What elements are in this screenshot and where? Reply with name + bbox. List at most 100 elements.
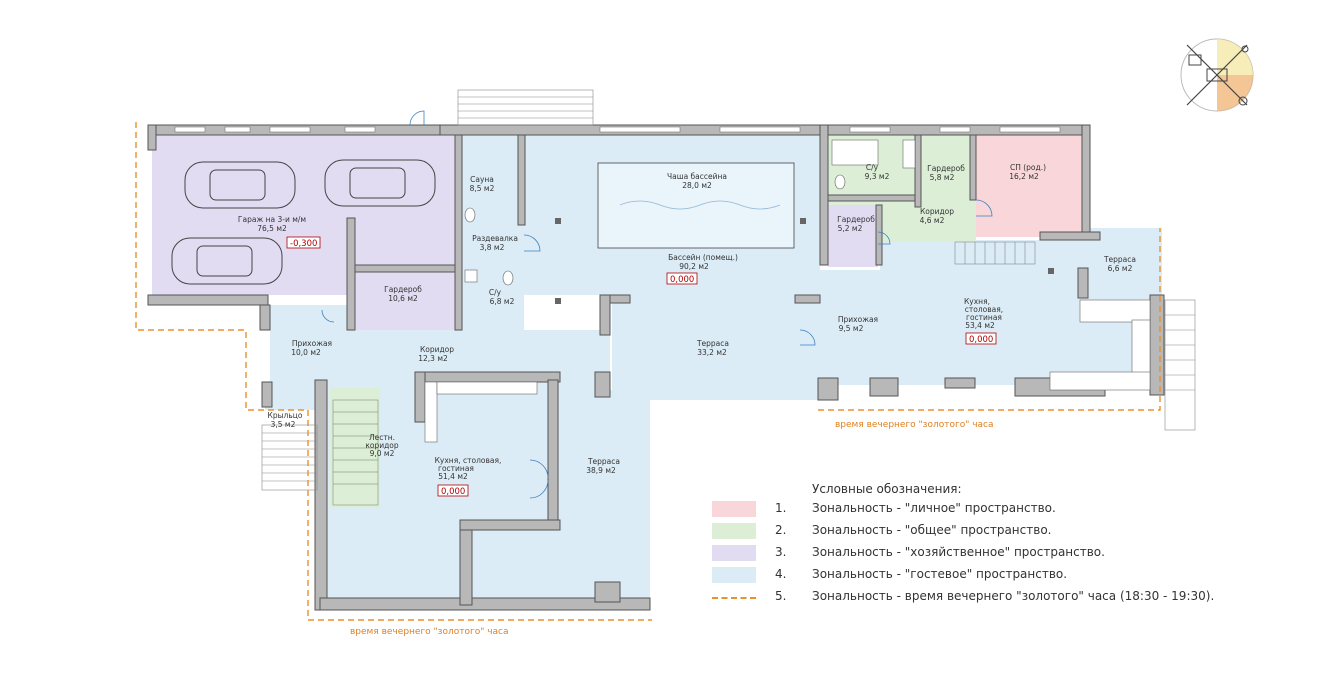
legend-swatch-private — [712, 501, 756, 517]
level-marks: -0,300 0,000 0,000 0,000 — [286, 236, 997, 497]
room-name: Гардероб — [927, 164, 965, 173]
legend-row-guest: 4. Зональность - "гостевое" пространство… — [700, 564, 1260, 586]
bedroom-zone — [976, 135, 1082, 237]
room-name: столовая, — [965, 305, 1003, 314]
legend-title: Условные обозначения: — [812, 482, 962, 496]
legend-row-utility: 3. Зональность - "хозяйственное" простра… — [700, 542, 1260, 564]
sanitary-fixtures — [464, 139, 916, 286]
level-pool: 0,000 — [670, 275, 694, 285]
room-area: 53,4 м2 — [965, 321, 995, 330]
svg-text:38,9 м2: 38,9 м2 — [586, 466, 616, 475]
svg-text:СП (род.): СП (род.) — [1010, 163, 1046, 172]
room-area: 51,4 м2 — [438, 472, 468, 481]
wardrobe-top-zone — [920, 135, 976, 201]
svg-text:Гардероб: Гардероб — [927, 164, 965, 173]
wardrobe-left-zone — [355, 272, 460, 330]
svg-text:Терраса: Терраса — [587, 457, 620, 466]
legend-num: 1. — [775, 501, 787, 515]
svg-text:10,0 м2: 10,0 м2 — [291, 348, 321, 357]
door-arcs — [321, 110, 993, 499]
room-area: 3,5 м2 — [271, 420, 296, 429]
svg-text:Кухня, столовая,: Кухня, столовая, — [435, 456, 502, 465]
room-area: 76,5 м2 — [257, 224, 287, 233]
car-icon — [324, 159, 436, 207]
kitchen-counters — [424, 299, 1151, 443]
svg-text:8,5 м2: 8,5 м2 — [470, 184, 495, 193]
car-icon — [184, 161, 296, 209]
room-name: Раздевалка — [472, 234, 518, 243]
legend-num: 5. — [775, 589, 787, 603]
level-kitchen-right: 0,000 — [969, 335, 993, 345]
level-kitchen-left: 0,000 — [441, 487, 465, 497]
svg-text:6,8 м2: 6,8 м2 — [490, 297, 515, 306]
room-name: Терраса — [1103, 255, 1136, 264]
room-area: 28,0 м2 — [682, 181, 712, 190]
room-name: Коридор — [920, 207, 954, 216]
room-name: коридор — [365, 441, 399, 450]
svg-text:10,6 м2: 10,6 м2 — [388, 294, 418, 303]
corridor-right-zone — [880, 200, 976, 242]
svg-text:33,2 м2: 33,2 м2 — [697, 348, 727, 357]
svg-text:коридор: коридор — [365, 441, 399, 450]
right-outer-stairs — [1164, 299, 1196, 431]
room-name: Кухня, столовая, — [435, 456, 502, 465]
svg-text:Прихожая: Прихожая — [292, 339, 332, 348]
room-area: 9,3 м2 — [865, 172, 890, 181]
garage-lower-zone — [355, 210, 462, 272]
terrace-mid-zone — [612, 295, 820, 400]
room-name: Гардероб — [837, 215, 875, 224]
room-area: 10,0 м2 — [291, 348, 321, 357]
svg-text:Бассейн (помещ.): Бассейн (помещ.) — [668, 253, 738, 262]
legend-num: 3. — [775, 545, 787, 559]
room-name: Сауна — [470, 175, 494, 184]
room-area: 8,5 м2 — [470, 184, 495, 193]
room-name: Лестн. — [369, 433, 395, 442]
golden-hour-label-right: время вечернего "золотого" часа — [835, 420, 994, 430]
room-area: 6,6 м2 — [1108, 264, 1133, 273]
legend-swatch-guest — [712, 567, 756, 583]
room-name: С/у — [866, 163, 879, 172]
svg-text:Кухня,: Кухня, — [964, 297, 990, 306]
legend-text: Зональность - время вечернего "золотого"… — [812, 589, 1215, 603]
svg-text:76,5 м2: 76,5 м2 — [257, 224, 287, 233]
terrace-bottom-zone — [555, 390, 650, 610]
room-name: С/у — [489, 288, 502, 297]
svg-text:гостиная: гостиная — [966, 313, 1002, 322]
legend-row-golden: 5. Зональность - время вечернего "золото… — [700, 586, 1260, 608]
room-name: Кухня, — [964, 297, 990, 306]
legend-row-common: 2. Зональность - "общее" пространство. — [700, 520, 1260, 542]
svg-text:9,5 м2: 9,5 м2 — [839, 324, 864, 333]
changing-zone — [462, 222, 524, 264]
legend-swatch-common — [712, 523, 756, 539]
svg-text:Чаша бассейна: Чаша бассейна — [667, 172, 727, 181]
svg-text:Прихожая: Прихожая — [838, 315, 878, 324]
porch-zone — [265, 385, 320, 410]
svg-text:гостиная: гостиная — [438, 464, 474, 473]
window-markers — [174, 126, 1061, 133]
svg-text:Сауна: Сауна — [470, 175, 494, 184]
golden-hour-label-bottom: время вечернего "золотого" часа — [350, 627, 509, 637]
level-garage: -0,300 — [290, 239, 317, 249]
svg-text:5,8 м2: 5,8 м2 — [930, 173, 955, 182]
interior-stairs-left — [332, 399, 379, 506]
svg-text:9,0 м2: 9,0 м2 — [370, 449, 395, 458]
legend-text: Зональность - "хозяйственное" пространст… — [812, 545, 1105, 559]
svg-text:Гардероб: Гардероб — [837, 215, 875, 224]
room-name: Гараж на 3-и м/м — [238, 215, 306, 224]
pool-water-wave — [619, 200, 781, 210]
car-icons — [171, 159, 436, 285]
room-name: Прихожая — [838, 315, 878, 324]
room-name: Коридор — [420, 345, 454, 354]
svg-text:16,2 м2: 16,2 м2 — [1009, 172, 1039, 181]
legend-num: 4. — [775, 567, 787, 581]
room-labels: Гараж на 3-и м/м 76,5 м2 Сауна 8,5 м2 Ра… — [238, 163, 1136, 481]
room-name: Терраса — [696, 339, 729, 348]
room-area: 9,0 м2 — [370, 449, 395, 458]
svg-text:51,4 м2: 51,4 м2 — [438, 472, 468, 481]
svg-text:С/у: С/у — [489, 288, 502, 297]
room-area: 38,9 м2 — [586, 466, 616, 475]
svg-text:Коридор: Коридор — [420, 345, 454, 354]
svg-text:3,8 м2: 3,8 м2 — [480, 243, 505, 252]
svg-text:С/у: С/у — [866, 163, 879, 172]
